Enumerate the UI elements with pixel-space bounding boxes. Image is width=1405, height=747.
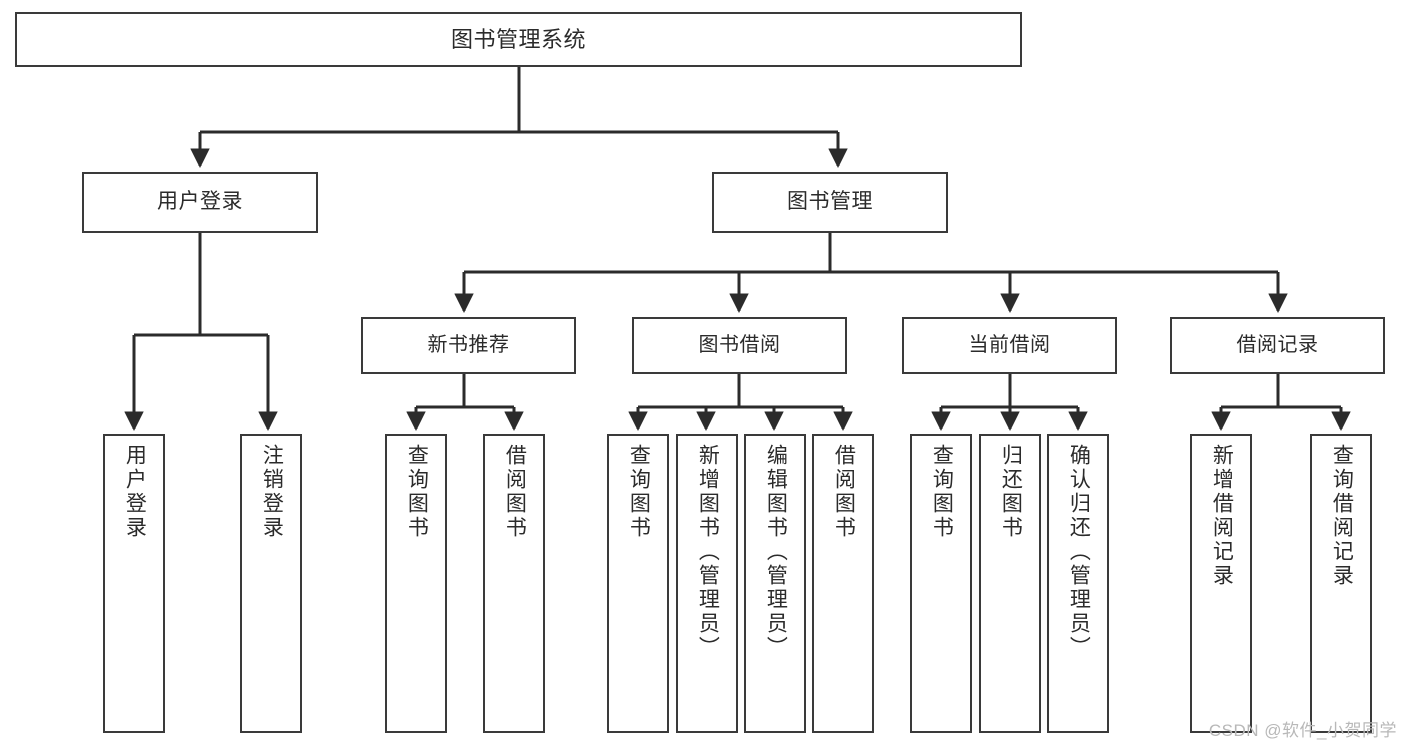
node-label: 借阅图书 [503,444,527,540]
node-leaf-query-book-3[interactable]: 查询图书 [910,434,972,733]
node-leaf-user-login[interactable]: 用户登录 [103,434,165,733]
node-book-borrow[interactable]: 图书借阅 [632,317,847,374]
node-new-book-rec[interactable]: 新书推荐 [361,317,576,374]
node-leaf-return-book[interactable]: 归还图书 [979,434,1041,733]
node-label: 借阅记录 [1236,333,1319,356]
node-leaf-add-book[interactable]: 新增图书（管理员） [676,434,738,733]
node-label: 图书管理系统 [450,26,586,52]
node-label: 借阅图书 [832,444,856,540]
node-label: 查询图书 [627,444,651,540]
node-label: 新书推荐 [427,333,510,356]
node-label: 新增借阅记录 [1210,444,1234,588]
node-borrow-record[interactable]: 借阅记录 [1170,317,1385,374]
node-label: 注销登录 [260,444,284,540]
node-leaf-borrow-book-1[interactable]: 借阅图书 [483,434,545,733]
node-label: 用户登录 [123,444,147,540]
watermark: CSDN @软件_小贺同学 [1208,721,1397,740]
node-label: 归还图书 [999,444,1023,540]
node-leaf-borrow-book-2[interactable]: 借阅图书 [812,434,874,733]
node-leaf-query-book-2[interactable]: 查询图书 [607,434,669,733]
node-leaf-logout-login[interactable]: 注销登录 [240,434,302,733]
node-label: 当前借阅 [968,333,1051,356]
node-book-manage[interactable]: 图书管理 [712,172,948,233]
node-label: 新增图书（管理员） [696,444,720,660]
node-leaf-confirm-return[interactable]: 确认归还（管理员） [1047,434,1109,733]
node-root-system[interactable]: 图书管理系统 [15,12,1022,67]
node-label: 查询借阅记录 [1330,444,1354,588]
node-label: 查询图书 [930,444,954,540]
node-user-login[interactable]: 用户登录 [82,172,318,233]
node-leaf-edit-book[interactable]: 编辑图书（管理员） [744,434,806,733]
node-label: 查询图书 [405,444,429,540]
node-label: 编辑图书（管理员） [764,444,788,660]
node-leaf-add-record[interactable]: 新增借阅记录 [1190,434,1252,733]
node-leaf-query-book-1[interactable]: 查询图书 [385,434,447,733]
node-label: 确认归还（管理员） [1067,444,1091,660]
node-label: 用户登录 [157,190,243,214]
node-label: 图书借阅 [698,333,781,356]
node-current-borrow[interactable]: 当前借阅 [902,317,1117,374]
node-leaf-query-record[interactable]: 查询借阅记录 [1310,434,1372,733]
node-label: 图书管理 [787,190,873,214]
